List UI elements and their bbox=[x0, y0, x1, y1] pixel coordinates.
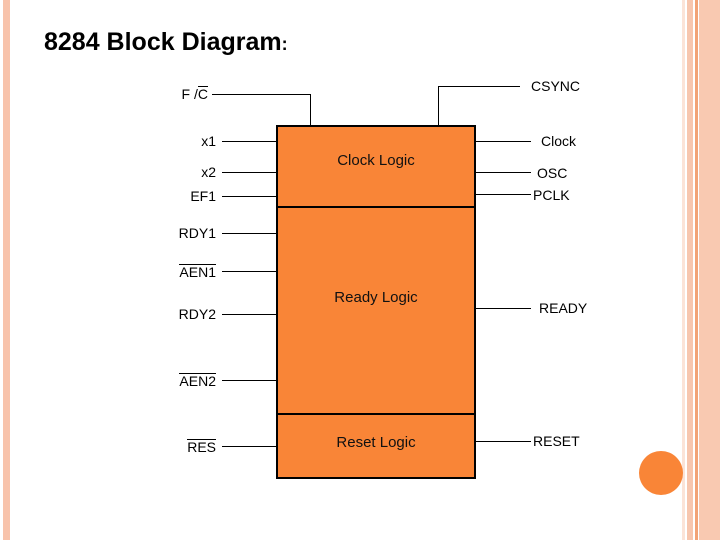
wire-res bbox=[222, 446, 277, 447]
wire-aen1 bbox=[222, 271, 277, 272]
pin-label-rdy1: RDY1 bbox=[110, 226, 216, 240]
wire-osc bbox=[475, 172, 531, 173]
pin-label-reset-text: RESET bbox=[533, 433, 580, 449]
right-edge-stripe-2 bbox=[687, 0, 693, 540]
wire-pclk bbox=[475, 194, 531, 195]
pin-label-osc-text: OSC bbox=[537, 165, 568, 181]
pin-label-x1: x1 bbox=[120, 134, 216, 148]
pin-label-ef1: EF1 bbox=[120, 189, 216, 203]
wire-csync-vertical bbox=[438, 86, 439, 126]
pin-label-x2-text: x2 bbox=[201, 164, 216, 180]
page-title: 8284 Block Diagram: bbox=[44, 28, 288, 57]
wire-rdy2 bbox=[222, 314, 277, 315]
block-clock-logic: Clock Logic bbox=[276, 125, 476, 208]
page-title-colon: : bbox=[281, 34, 288, 54]
block-reset-logic: Reset Logic bbox=[276, 413, 476, 479]
wire-rdy1 bbox=[222, 233, 277, 234]
right-edge-stripe-3 bbox=[695, 0, 698, 540]
pin-label-aen2: AEN2 bbox=[110, 373, 216, 389]
block-ready-logic: Ready Logic bbox=[276, 206, 476, 415]
pin-label-rdy1-text: RDY1 bbox=[178, 225, 216, 241]
wire-csync-horizontal bbox=[438, 86, 520, 87]
pin-label-x2: x2 bbox=[120, 165, 216, 179]
wire-fc-horizontal bbox=[212, 94, 311, 95]
wire-ready bbox=[475, 308, 531, 309]
pin-label-osc: OSC bbox=[537, 166, 567, 180]
right-edge-stripe-4 bbox=[699, 0, 720, 540]
right-edge-stripe-outer bbox=[682, 0, 685, 540]
pin-label-reset: RESET bbox=[533, 434, 580, 448]
pin-label-ready: READY bbox=[539, 301, 587, 315]
block-ready-logic-label: Ready Logic bbox=[334, 289, 418, 306]
wire-aen2 bbox=[222, 380, 277, 381]
wire-x2 bbox=[222, 172, 277, 173]
decorative-circle bbox=[639, 451, 683, 495]
pin-label-csync: CSYNC bbox=[531, 79, 580, 93]
pin-label-f-c-overline: C bbox=[197, 86, 208, 102]
pin-label-aen1: AEN1 bbox=[110, 264, 216, 280]
pin-label-f-c: F /C bbox=[120, 86, 208, 102]
pin-label-pclk: PCLK bbox=[533, 188, 570, 202]
pin-label-csync-text: CSYNC bbox=[531, 78, 581, 94]
pin-label-x1-text: x1 bbox=[201, 133, 216, 149]
wire-x1 bbox=[222, 141, 277, 142]
block-clock-logic-label: Clock Logic bbox=[337, 152, 415, 169]
pin-label-f-c-text: F / bbox=[181, 86, 198, 102]
pin-label-rdy2-text: RDY2 bbox=[178, 306, 216, 322]
pin-label-res-overline: RES bbox=[187, 439, 216, 455]
pin-label-aen1-overline: AEN1 bbox=[179, 264, 216, 280]
pin-label-res: RES bbox=[110, 439, 216, 455]
left-edge-stripe bbox=[3, 0, 10, 540]
pin-label-pclk-text: PCLK bbox=[533, 187, 570, 203]
wire-fc-vertical bbox=[310, 94, 311, 126]
pin-label-ready-text: READY bbox=[539, 300, 588, 316]
wire-ef1 bbox=[222, 196, 277, 197]
wire-reset bbox=[475, 441, 531, 442]
wire-clock bbox=[475, 141, 531, 142]
block-reset-logic-label: Reset Logic bbox=[336, 434, 416, 451]
page-title-main: 8284 Block Diagram bbox=[44, 28, 282, 56]
pin-label-clock-text: Clock bbox=[541, 133, 577, 149]
pin-label-aen2-overline: AEN2 bbox=[179, 373, 216, 389]
pin-label-clock: Clock bbox=[541, 134, 576, 148]
pin-label-rdy2: RDY2 bbox=[110, 307, 216, 321]
pin-label-ef1-text: EF1 bbox=[190, 188, 216, 204]
